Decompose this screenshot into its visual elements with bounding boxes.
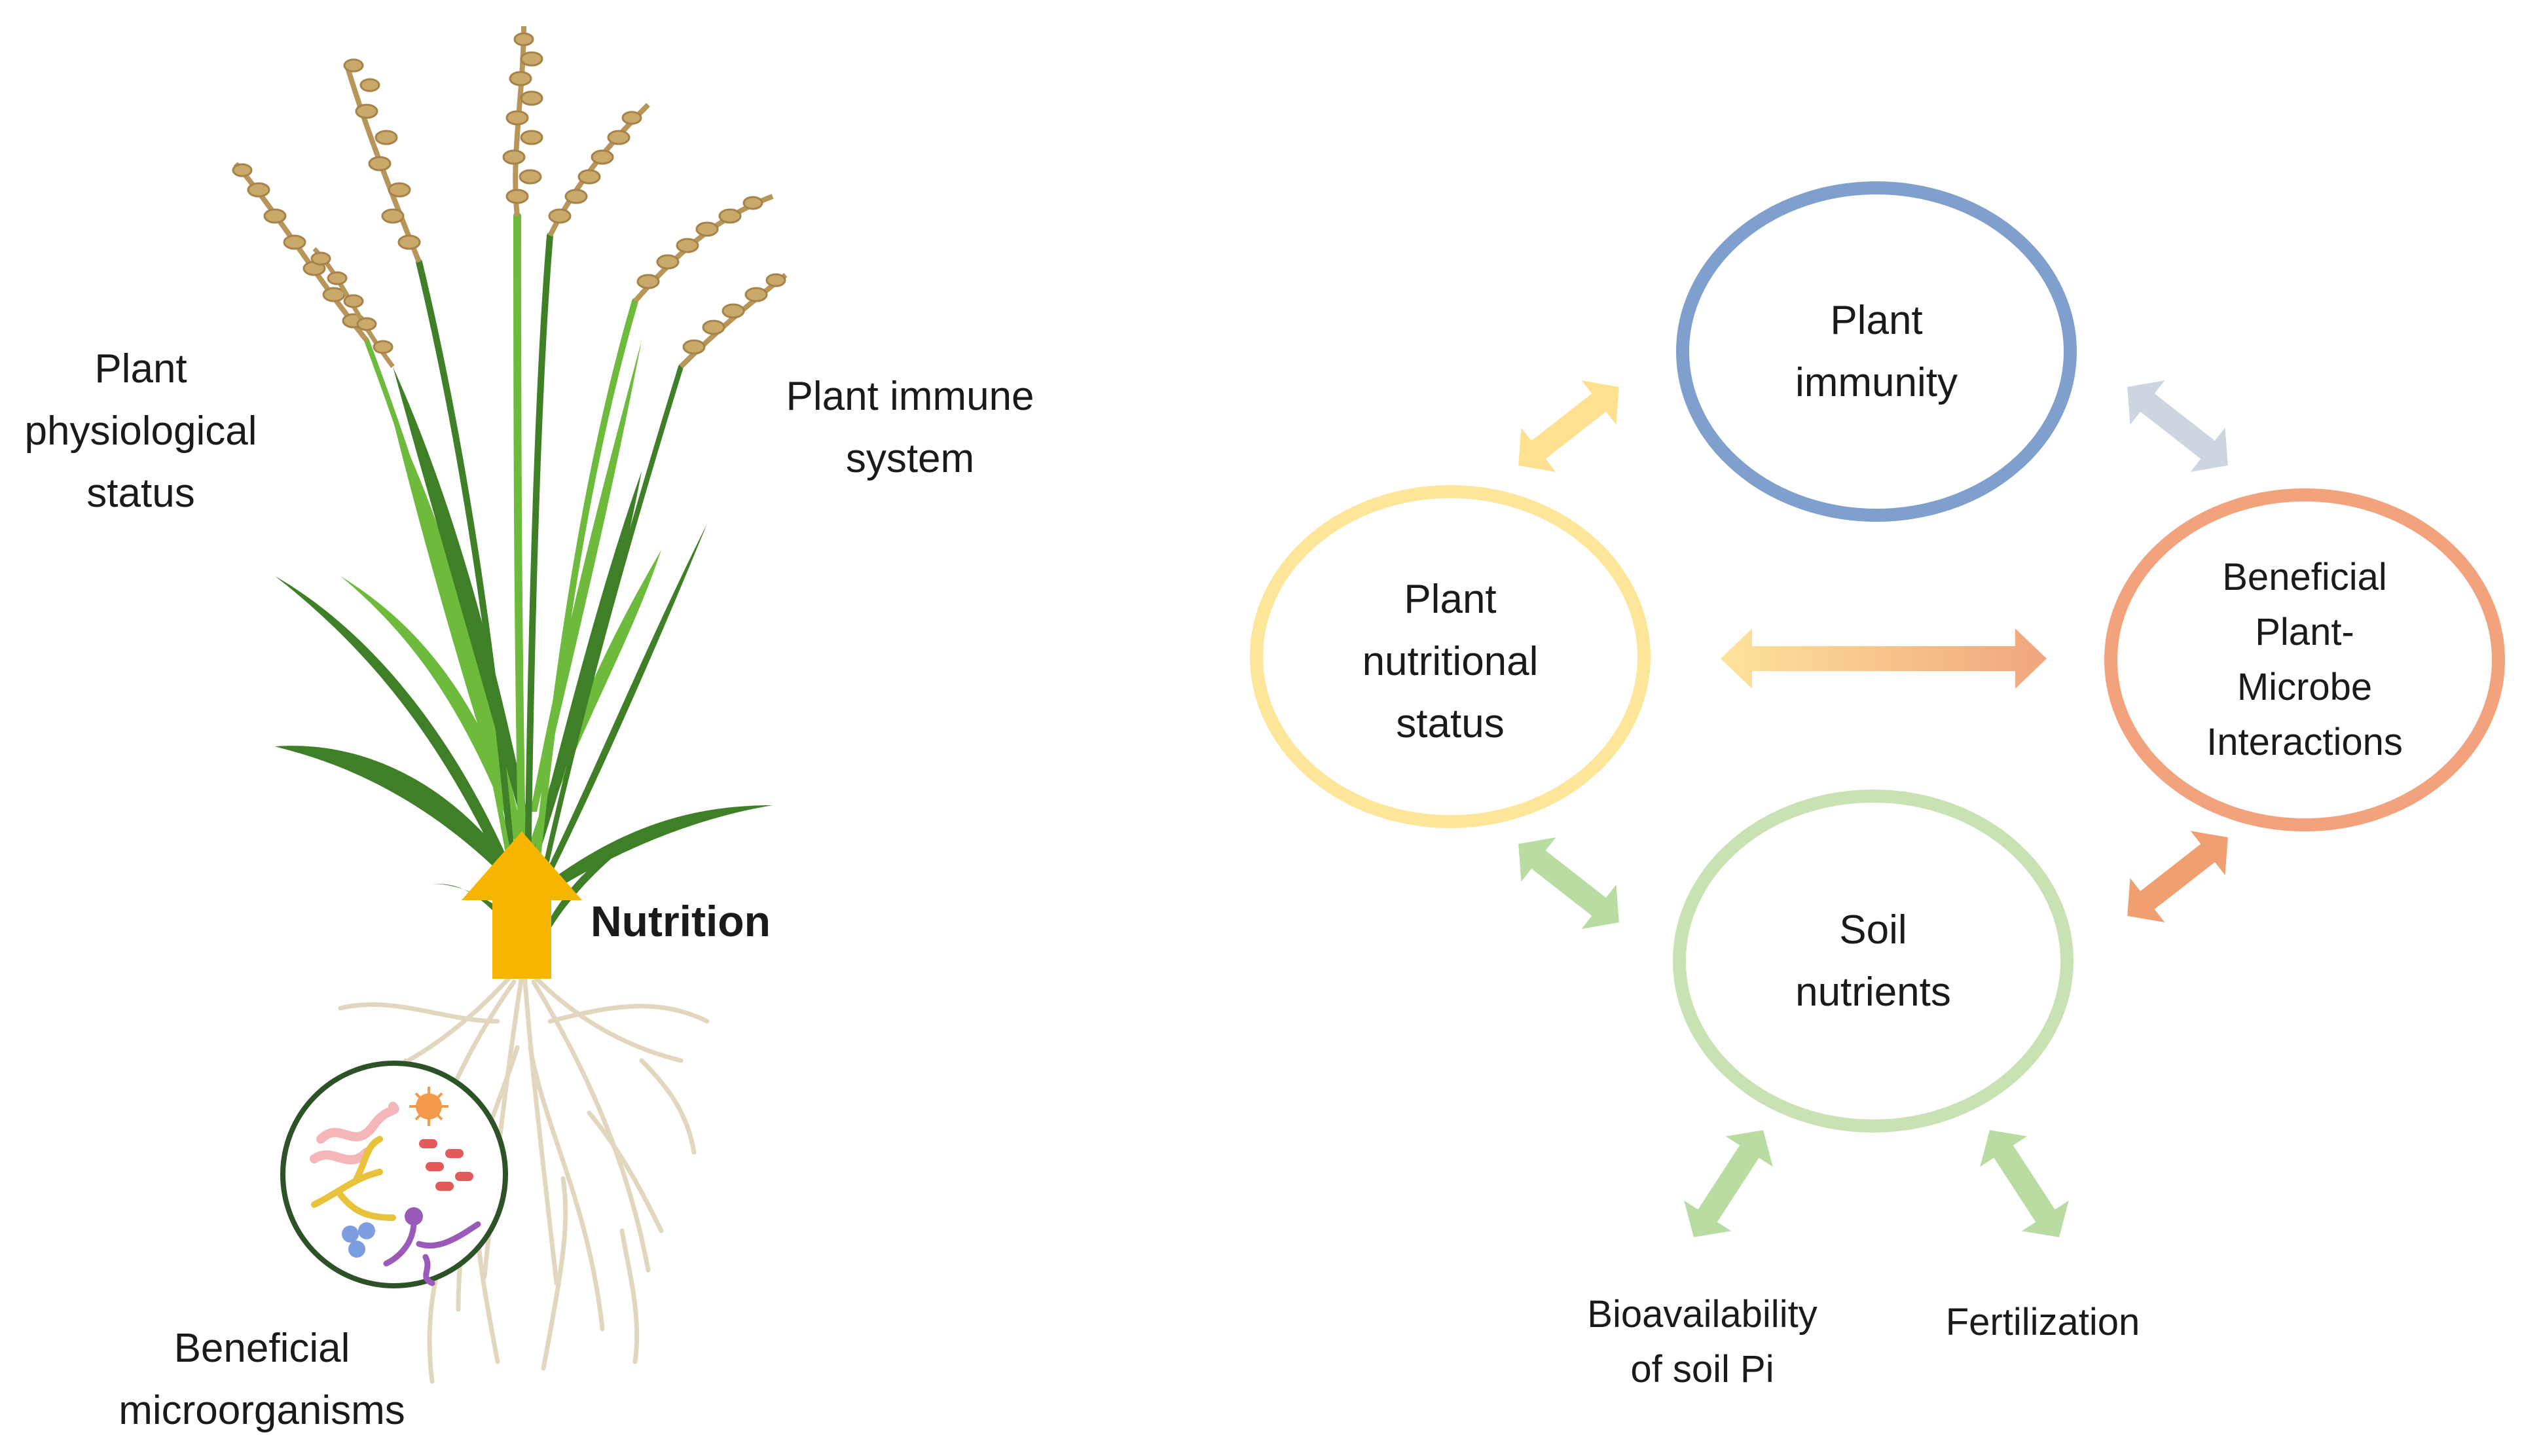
grain-panicles (232, 26, 788, 369)
arrow-bioavailability (1670, 1114, 1787, 1253)
microorganism-circle (280, 1061, 508, 1288)
fertilization-label: Fertilization (1945, 1301, 2140, 1343)
soil-nutrients-node (1673, 790, 2074, 1133)
arrow-immunity-microbe (2110, 365, 2246, 488)
immunity-node-line-2: immunity (1795, 360, 1958, 405)
soil-nutrients-node-label: Soil nutrients (1709, 899, 2037, 1023)
bioavailability-line-1: Bioavailability (1587, 1293, 1818, 1336)
arrow-immunity-nutrition (1501, 365, 1637, 488)
physiological-status-line-3: status (86, 471, 195, 516)
physiological-status-line-2: physiological (24, 409, 257, 454)
microbe-interactions-line-4: Interactions (2206, 721, 2403, 763)
plant-illustration (232, 26, 788, 1384)
immune-system-label: Plant immune system (759, 365, 1061, 490)
immunity-node (1676, 181, 2077, 522)
stems (364, 212, 684, 934)
immune-system-line-1: Plant immune (786, 374, 1034, 419)
nutritional-status-line-1: Plant (1404, 577, 1497, 622)
arrow-nutrition-microbe (1721, 628, 2047, 689)
nutritional-status-node-label: Plant nutritional status (1287, 568, 1614, 755)
bioavailability-label: Bioavailability of soil Pi (1545, 1287, 1859, 1397)
microbe-interactions-node-label: Beneficial Plant- Microbe Interactions (2141, 550, 2468, 770)
arrow-fertilization (1965, 1114, 2083, 1253)
nutritional-status-line-2: nutritional (1362, 639, 1539, 684)
microorganisms-line-1: Beneficial (174, 1326, 350, 1371)
physiological-status-label: Plant physiological status (13, 338, 268, 524)
microbe-interactions-line-1: Beneficial (2222, 556, 2387, 598)
immunity-node-label: Plant immunity (1713, 289, 2040, 414)
soil-nutrients-line-2: nutrients (1795, 970, 1951, 1015)
nutritional-status-line-3: status (1396, 701, 1505, 746)
cycle-diagram (1250, 181, 2505, 1253)
microbe-interactions-node (2104, 488, 2505, 831)
microorganisms-label: Beneficial microorganisms (92, 1317, 432, 1442)
microorganisms-line-2: microorganisms (119, 1388, 405, 1433)
arrow-nutrition-soil (1501, 822, 1637, 945)
microbe-interactions-line-3: Microbe (2237, 666, 2373, 708)
nutrition-arrow (462, 831, 582, 979)
immunity-node-line-1: Plant (1830, 298, 1923, 343)
nutritional-status-node (1250, 485, 1651, 828)
arrow-microbe-soil (2110, 815, 2246, 938)
physiological-status-line-1: Plant (94, 346, 187, 391)
soil-nutrients-line-1: Soil (1839, 907, 1907, 953)
nutrition-label: Nutrition (591, 897, 771, 945)
immune-system-line-2: system (845, 436, 975, 481)
microbe-interactions-line-2: Plant- (2255, 611, 2354, 653)
bioavailability-line-2: of soil Pi (1630, 1348, 1774, 1391)
